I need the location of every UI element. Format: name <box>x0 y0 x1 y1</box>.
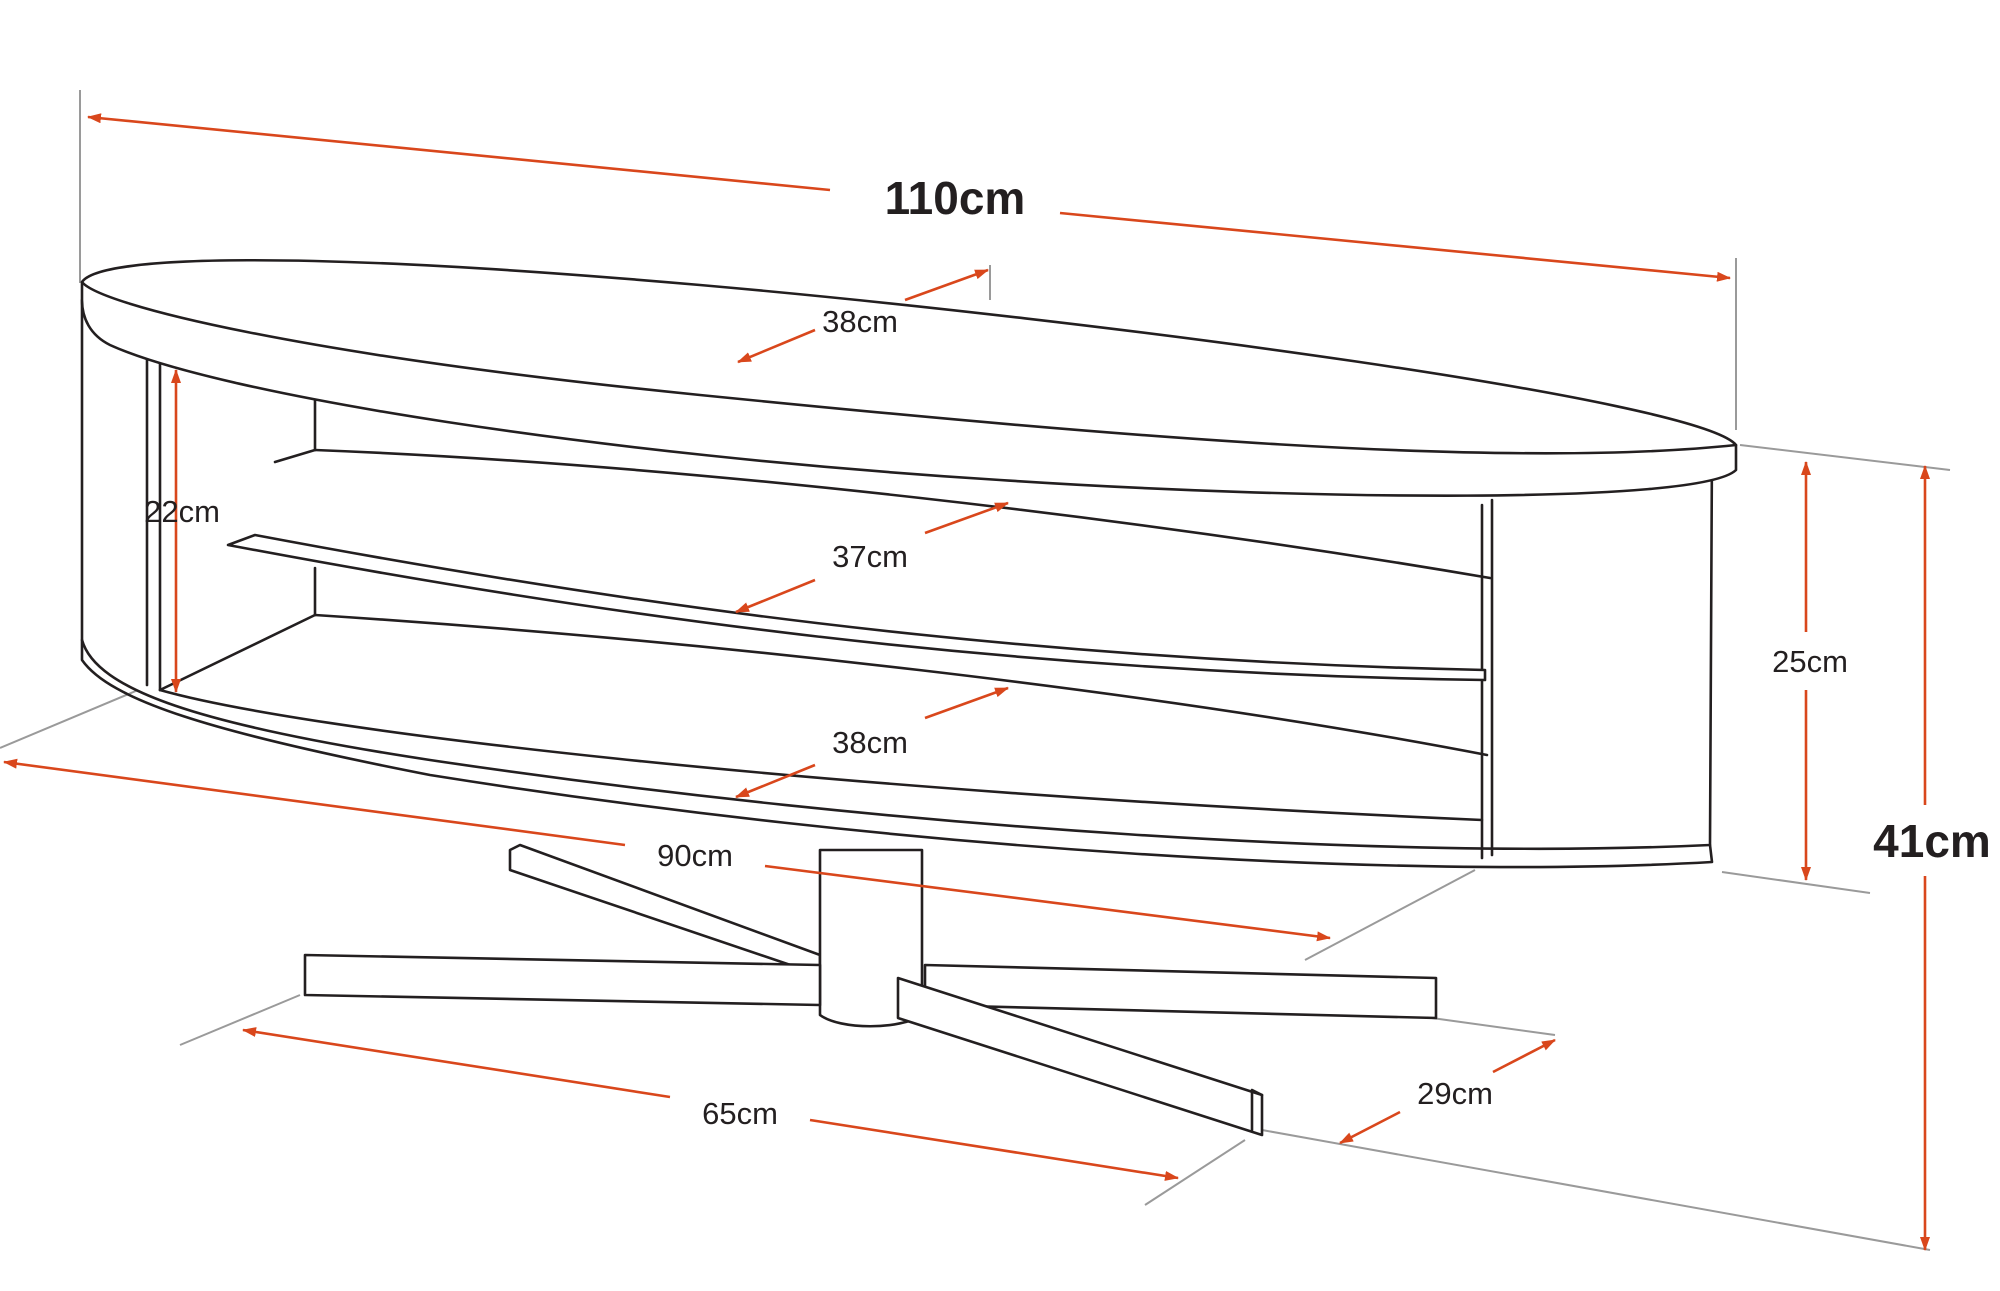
label-body-height: 25cm <box>1772 644 1848 679</box>
middle-shelf <box>226 533 1487 682</box>
arrow-foot-span-left <box>3 758 626 847</box>
label-overall-width: 110cm <box>885 172 1026 224</box>
arrow-foot-length-left <box>242 1027 671 1099</box>
label-top-depth: 38cm <box>822 304 898 339</box>
arrow-shelf-depth-down <box>735 578 816 614</box>
dimension-labels: 110cm 38cm 22cm 37cm 38cm 25cm 41cm 90cm… <box>144 172 1991 1131</box>
arrow-top-depth-down <box>737 328 816 364</box>
label-foot-length: 65cm <box>702 1096 778 1131</box>
label-base-depth: 38cm <box>832 725 908 760</box>
label-foot-depth: 29cm <box>1417 1076 1493 1111</box>
pedestal-base <box>303 843 1438 1137</box>
arrow-base-depth-up <box>924 686 1009 720</box>
label-foot-span: 90cm <box>657 838 733 873</box>
arrow-top-depth-up <box>904 268 989 302</box>
dimension-arrows <box>3 113 1930 1251</box>
arrow-base-depth-down <box>735 763 816 799</box>
inner-floor <box>158 688 1484 822</box>
arrow-overall-width-right <box>1059 211 1731 282</box>
arrow-shelf-depth-up <box>924 501 1009 535</box>
arrow-overall-width-left <box>87 113 831 192</box>
arrow-foot-depth-up <box>1492 1038 1556 1074</box>
arrow-foot-span-right <box>764 864 1331 942</box>
base-trim <box>80 638 1714 869</box>
arrow-foot-length-right <box>809 1118 1179 1181</box>
oval-top <box>80 258 1738 497</box>
label-inner-height: 22cm <box>144 494 220 529</box>
arrow-foot-depth-down <box>1339 1110 1401 1145</box>
pedestal-foot-front <box>896 976 1264 1137</box>
label-shelf-depth: 37cm <box>832 539 908 574</box>
extension-lines <box>0 90 1951 1251</box>
label-overall-height: 41cm <box>1873 815 1991 867</box>
pedestal-foot-left <box>303 953 822 1007</box>
